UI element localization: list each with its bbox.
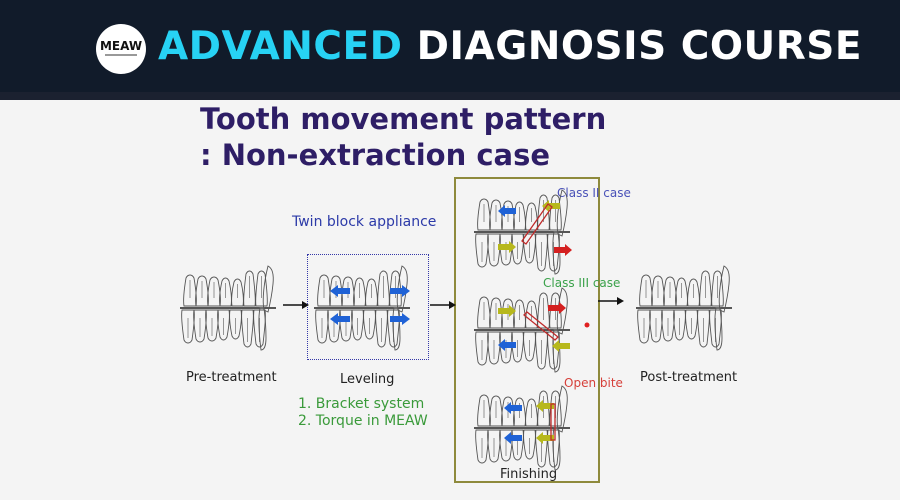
- right-arrow-icon: [430, 301, 456, 309]
- left-arrow-icon: [330, 285, 350, 297]
- class-iii-elastic: [523, 311, 559, 341]
- right-arrow-icon: [498, 241, 516, 253]
- right-arrow-icon: [498, 305, 516, 317]
- left-arrow-icon: [536, 400, 554, 412]
- post-treatment-label: Post-treatment: [640, 370, 738, 385]
- right-arrow-icon: [390, 285, 410, 297]
- leveling-note-2: 2. Torque in MEAW: [298, 413, 428, 429]
- left-arrow-icon: [504, 402, 522, 414]
- left-arrow-icon: [498, 339, 516, 351]
- finishing-label: Finishing: [500, 467, 558, 482]
- course-banner: [0, 0, 900, 92]
- course-title: ADVANCED DIAGNOSIS COURSE: [158, 24, 862, 69]
- tooth-diagram: [180, 265, 276, 351]
- left-arrow-icon: [536, 432, 554, 444]
- course-title-rest: DIAGNOSIS COURSE: [416, 24, 862, 69]
- leveling-note-1: 1. Bracket system: [298, 396, 425, 412]
- finishing-box: [454, 177, 600, 483]
- twin-block-label: Twin block appliance: [292, 214, 437, 230]
- right-arrow-icon: [554, 244, 572, 256]
- leveling-label: Leveling: [340, 372, 395, 387]
- open-bite-elastic: [550, 403, 556, 441]
- pre-treatment-label: Pre-treatment: [186, 370, 277, 385]
- class-ii-label: Class II case: [557, 186, 631, 200]
- twin-block-box: [307, 254, 429, 360]
- left-arrow-icon: [552, 340, 570, 352]
- right-arrow-icon: [598, 297, 624, 305]
- slide-title-line1: Tooth movement pattern: [200, 102, 607, 136]
- right-arrow-icon: [548, 302, 566, 314]
- banner-strip: [0, 92, 900, 100]
- class-ii-elastic: [521, 203, 553, 245]
- right-arrow-icon: [283, 301, 309, 309]
- class-iii-label: Class III case: [543, 276, 621, 290]
- course-title-accent: ADVANCED: [158, 24, 403, 69]
- left-arrow-icon: [504, 432, 522, 444]
- logo-text: MEAW: [99, 39, 143, 53]
- tooth-diagram: [636, 265, 732, 351]
- left-arrow-icon: [330, 313, 350, 325]
- logo-underline: [105, 54, 137, 56]
- red-dot-icon: [584, 322, 590, 328]
- open-bite-label: Open bite: [564, 376, 623, 390]
- left-arrow-icon: [498, 205, 516, 217]
- meaw-logo: MEAW: [96, 24, 146, 74]
- slide-title-line2: : Non-extraction case: [200, 138, 551, 172]
- tooth-diagram: [314, 265, 410, 351]
- right-arrow-icon: [390, 313, 410, 325]
